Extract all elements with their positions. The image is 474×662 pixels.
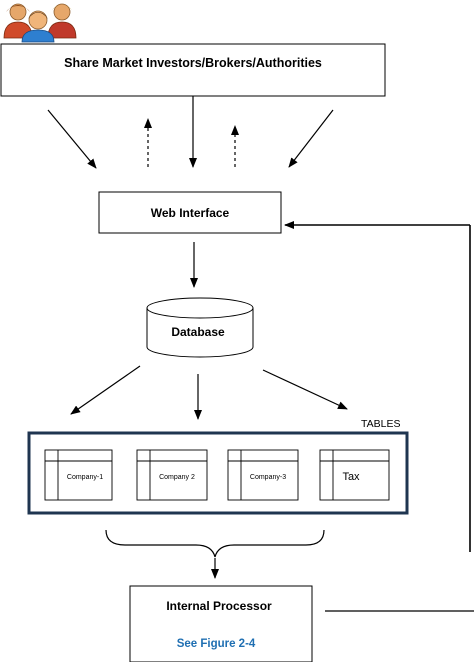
investor-web-arrows xyxy=(47,96,334,169)
processor-title: Internal Processor xyxy=(166,599,272,613)
arrow-db-to-left xyxy=(70,365,141,415)
table-label-tax: Tax xyxy=(342,471,360,483)
database-cylinder: Database xyxy=(146,297,254,358)
table-label-company-1: Company-1 xyxy=(67,474,103,481)
table-label-company-3: Company-3 xyxy=(250,474,286,481)
tables-heading: TABLES xyxy=(361,418,401,430)
users-icon xyxy=(3,3,77,43)
web-interface-label: Web Interface xyxy=(151,206,230,220)
grouping-brace xyxy=(105,529,325,558)
table-company-2: Company 2 xyxy=(136,449,208,501)
web-interface-box: Web Interface xyxy=(98,191,282,234)
database-label: Database xyxy=(171,325,225,339)
feedback-connector xyxy=(284,221,474,612)
investors-box: Share Market Investors/Brokers/Authoriti… xyxy=(0,43,386,97)
table-company-3: Company-3 xyxy=(227,449,299,501)
database-table-arrows xyxy=(70,365,348,420)
arrow-investors-to-web-right xyxy=(288,109,334,168)
arrow-db-to-right xyxy=(262,369,348,410)
table-tax: Tax xyxy=(319,449,390,501)
table-company-1: Company-1 xyxy=(44,449,113,501)
table-label-company-2: Company 2 xyxy=(159,474,195,481)
internal-processor-box: Internal Processor See Figure 2-4 xyxy=(129,585,313,662)
arrow-investors-to-web-left xyxy=(47,109,97,169)
see-figure-link[interactable]: See Figure 2-4 xyxy=(177,638,256,650)
investors-label: Share Market Investors/Brokers/Authoriti… xyxy=(64,56,322,70)
